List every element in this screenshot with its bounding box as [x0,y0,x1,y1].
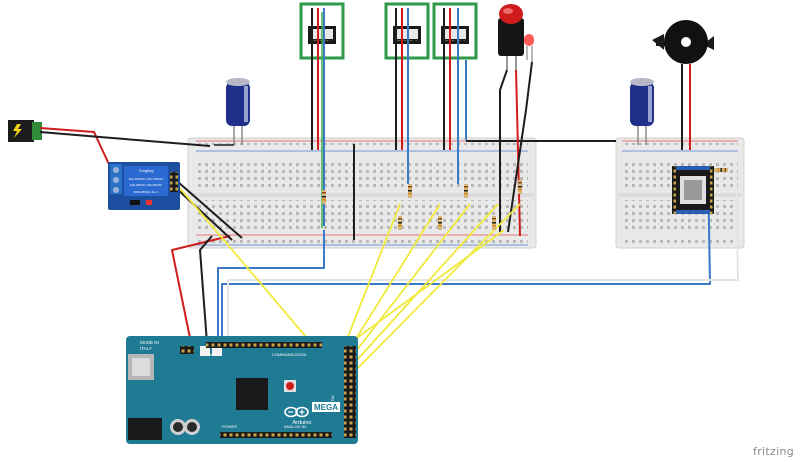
mp3-module [672,166,714,214]
arduino-mega: MADE IN ITALY COMMUNICATION PWM DIGITAL … [126,336,358,444]
resistor [438,216,442,230]
reset-button [286,382,294,390]
relay-brand: Tongling [139,168,154,173]
wires [39,8,739,437]
sensor-module-3 [432,2,478,60]
country-label: ITALY [140,346,152,351]
lightning-icon [13,124,22,138]
arduino-logo-icon [284,406,309,418]
mega-label: MEGA [314,403,338,412]
red-led [524,34,534,62]
microcontroller-chip [236,378,268,410]
communication-label: COMMUNICATION [272,352,306,357]
resistor [518,180,522,194]
piezo-buzzer [652,20,714,64]
arduino-brand: Arduino [293,420,312,426]
made-in-label: MADE IN [140,340,159,345]
analog-header-bottom [220,432,332,438]
relay-model: SRD-05VDC-SL-C [134,190,160,194]
pwm-label: PWM [206,352,216,357]
resistor [714,168,728,172]
digital-label: DIGITAL [330,394,335,410]
resistor [398,216,402,230]
relay-rating-1: 10A 250VAC 10A 125VAC [129,177,165,181]
resistor [464,184,468,198]
breadboard-main [187,137,537,249]
analog-in-label: ANALOG IN [284,424,306,429]
resistor [322,190,326,204]
digital-header-side [344,346,356,438]
relay-module: Tongling 10A 250VAC 10A 125VAC 10A 30VDC… [108,162,180,210]
digital-header-top [206,342,322,348]
push-button [498,4,524,70]
capacitor-right [630,78,654,145]
capacitor-left [226,78,250,145]
resistor [408,184,412,198]
fritzing-watermark: fritzing [753,445,794,458]
resistor [492,216,496,230]
power-label: POWER [222,424,237,429]
relay-rating-2: 10A 30VDC 10A 28VDC [130,183,163,187]
power-jack [128,418,162,440]
resistors [322,168,728,230]
dc-power-jack [8,120,42,142]
